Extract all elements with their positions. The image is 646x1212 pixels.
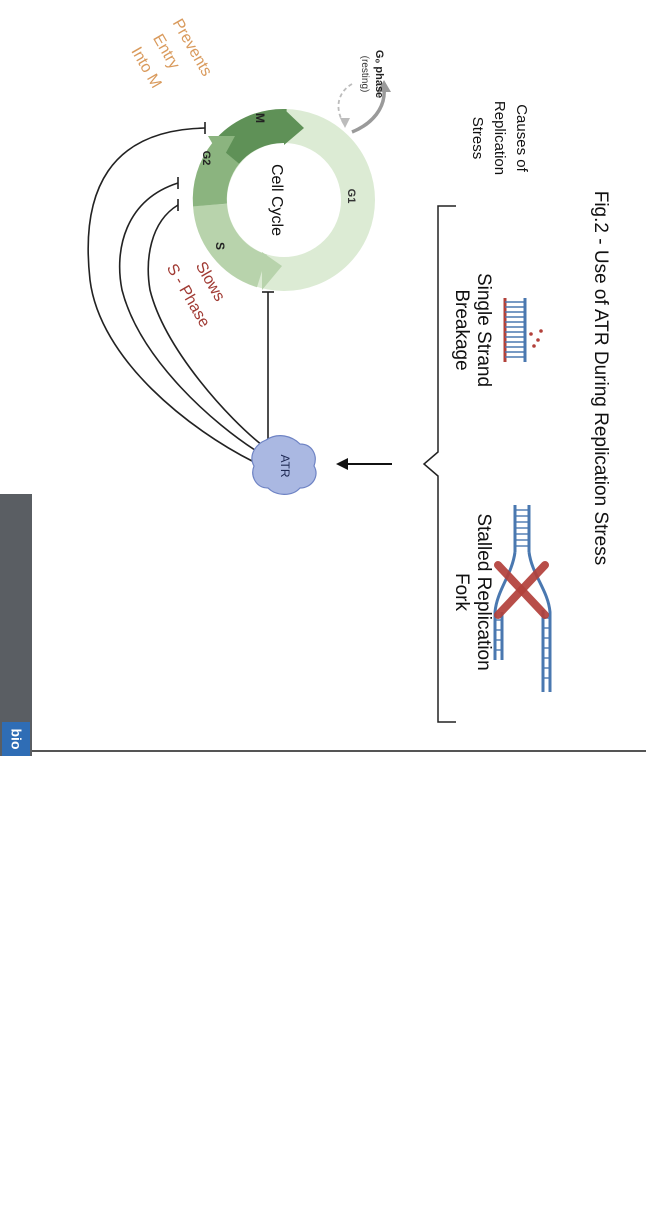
single-strand-label-line1: Single Strand <box>473 273 494 387</box>
figure-canvas: Fig.2 - Use of ATR During Replication St… <box>87 16 611 723</box>
phase-s-label: S <box>213 242 227 250</box>
biorender-watermark-text: Created in BioRender.com <box>8 1028 25 1211</box>
figure-title: Fig.2 - Use of ATR During Replication St… <box>590 191 611 566</box>
arrow-to-atr <box>336 458 392 470</box>
cell-cycle-center-label: Cell Cycle <box>268 164 285 236</box>
single-strand-dna-icon <box>503 298 543 362</box>
causes-label: Causes of Replication Stress <box>469 101 530 175</box>
phase-g2-label: G2 <box>200 151 212 166</box>
bottom-divider <box>32 750 646 752</box>
causes-bracket <box>422 205 456 723</box>
inhibit-line-g2 <box>118 182 259 453</box>
biorender-logo-text: bio <box>8 728 24 750</box>
biorender-logo: bio <box>2 722 30 756</box>
stalled-fork-icon <box>493 505 552 692</box>
atr-protein-icon <box>251 435 317 495</box>
inhibit-line-s <box>147 204 263 446</box>
g0-phase-label: G₀ phase <box>373 50 385 98</box>
inhibit-line-m <box>87 127 255 463</box>
phase-m-label: M <box>253 113 267 123</box>
causes-label-line3: Stress <box>469 117 486 160</box>
created-in-text: Created in <box>7 1028 25 1102</box>
phase-g1-arrowhead <box>262 252 282 290</box>
causes-label-line2: Replication <box>491 101 508 175</box>
phase-m-arrowhead <box>284 109 304 145</box>
phase-g1-label: G1 <box>345 189 357 204</box>
phase-s-segment <box>193 203 268 288</box>
atr-inhibition-lines <box>87 122 274 463</box>
atr-label: ATR <box>278 454 292 477</box>
g0-cycle-arrows <box>337 80 391 134</box>
stalled-fork-label-line1: Stalled Replication <box>473 513 494 670</box>
prevents-line1: Prevents <box>169 16 215 79</box>
phase-m-segment <box>212 108 287 165</box>
causes-label-line1: Causes of <box>513 104 530 172</box>
biorender-watermark-bar: Created in BioRender.com <box>0 494 32 1212</box>
stalled-fork-label-line2: Fork <box>451 573 472 612</box>
diagram-svg: Fig.2 - Use of ATR During Replication St… <box>87 16 611 723</box>
cell-cycle-ring <box>192 108 375 291</box>
prevents-entry-label: Prevents Entry Into M <box>127 16 215 91</box>
biorender-brand: BioRender.com <box>7 1101 25 1212</box>
single-strand-label-line2: Breakage <box>451 289 472 370</box>
phase-g2-arrowhead <box>208 136 235 160</box>
g0-resting-label: (resting) <box>359 56 370 93</box>
slows-s-phase-label: Slows S - Phase <box>163 259 228 330</box>
